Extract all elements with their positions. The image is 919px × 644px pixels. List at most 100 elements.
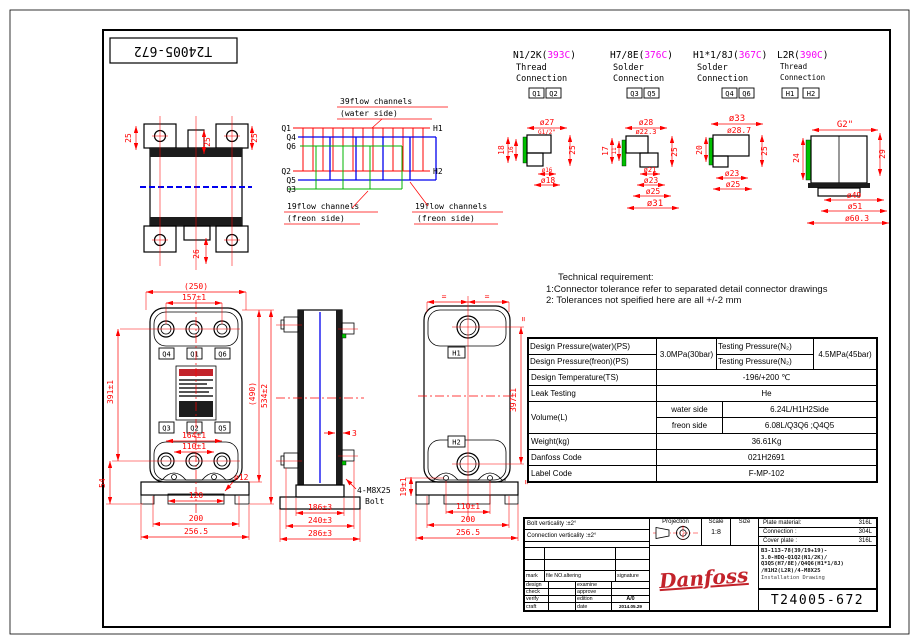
spec-dp-value: 3.0MPa(30bar): [657, 339, 717, 369]
dim-397: 397±1: [509, 388, 518, 412]
dim-o603: ø60.3: [845, 214, 869, 223]
flow-port-q1: Q1: [281, 124, 291, 133]
sign-row-design: design examine: [525, 582, 649, 590]
dim-17: 17: [601, 146, 610, 156]
scale-label: Scale: [708, 519, 724, 525]
dim-120: 120: [189, 491, 204, 500]
connector4-port-a: H1: [786, 90, 794, 98]
tech-req-title: Technical requirement:: [558, 272, 654, 283]
dim-110-back: 110±1: [456, 502, 480, 511]
flow-channel-diagram: Q1 Q4 Q6 Q2 Q5 Q3 H1 H2 39flow channels …: [281, 97, 503, 225]
tech-req-line1: 1:Connector tolerance refer to separated…: [546, 283, 828, 295]
front-port-q6: Q6: [218, 351, 226, 359]
dim-19: 19±1: [399, 477, 408, 496]
equal-mark-1: =: [442, 292, 447, 301]
sign-row-check: check approve: [525, 589, 649, 597]
connector4-type1: Thread: [780, 62, 807, 71]
dim-g12: G1/2": [538, 129, 556, 136]
dim-25-right: 25: [250, 133, 259, 143]
spec-weight-value: 36.61Kg: [751, 437, 782, 446]
dim-157: 157±1: [182, 293, 206, 302]
connector1-type2: Connection: [516, 74, 567, 84]
revision-row-1: [525, 548, 649, 560]
equal-mark-2: =: [485, 292, 490, 301]
connector3-title: H1*1/8J(367C): [693, 50, 767, 61]
scale-box: Scale 1:8: [702, 519, 731, 545]
dim-g2: G2": [837, 120, 853, 130]
first-angle-projection-icon: [652, 525, 699, 541]
model-designation: B3-113-78(39/19+19)- 3.0-HDQ-Q1Q2(N1/2K)…: [759, 546, 876, 590]
scale-value: 1:8: [711, 529, 721, 536]
equal-mark-3: =: [519, 317, 528, 322]
dim-490: (490): [248, 382, 257, 406]
model-line-4: /H1H2(L2R)/4-M8X25: [761, 567, 821, 574]
connector-h7-8e: H7/8E(376C) Solder Connection Q3 Q5 ø28 …: [601, 50, 679, 211]
connector-n1-2k: N1/2K(393C) Thread Connection Q1 Q2 ø27 …: [497, 50, 577, 188]
connector4-type2: Connection: [780, 73, 825, 82]
technical-requirement: Technical requirement: 1:Connector toler…: [546, 272, 896, 307]
note-water-channels: 39flow channels: [340, 97, 412, 106]
spec-leak-label: Leak Testing: [529, 386, 657, 401]
dim-3: 3: [352, 429, 357, 438]
dim-o287: ø28.7: [727, 126, 751, 135]
connector3-port-a: Q4: [725, 90, 733, 98]
sign-row-craft: craft date 2014.05.29: [525, 603, 649, 611]
dim-o31: ø31: [647, 199, 663, 209]
dim-o23-c3: ø23: [725, 169, 740, 178]
bolt-callout-2: Bolt: [365, 497, 384, 506]
spec-volume-freon-side: freon side: [671, 421, 708, 430]
connector2-port-a: Q3: [630, 90, 638, 98]
dim-2565-back: 256.5: [456, 528, 480, 537]
front-port-q2: Q2: [190, 425, 198, 433]
note-freon-side-right: (freon side): [417, 214, 475, 223]
date-value: 2014.05.29: [619, 604, 642, 610]
connector2-title: H7/8E(376C): [610, 50, 673, 61]
spec-tp1: Testing Pressure(N₂): [717, 339, 813, 355]
tech-req-line2: 2: Tolerances not speified here are all …: [546, 295, 742, 306]
dim-o49: ø49: [847, 191, 862, 200]
dim-o25-c2: ø25: [646, 187, 661, 196]
spec-tp-value: 4.5MPa(45bar): [818, 349, 872, 359]
spec-volume-water-value: 6.24L/H1H2Side: [723, 402, 876, 418]
dim-16: 16: [508, 146, 515, 154]
connector2-type1: Solder: [613, 63, 644, 73]
dim-25-left: 25: [124, 133, 133, 143]
dim-391: 391±1: [106, 380, 115, 404]
connector1-type1: Thread: [516, 63, 547, 73]
sheet-borders: T24005-672: [9, 9, 910, 635]
flow-port-q4: Q4: [286, 133, 296, 142]
connector4-title: L2R(390C): [777, 50, 829, 61]
front-port-q1: Q1: [190, 351, 198, 359]
dim-o16: ø16: [542, 167, 553, 174]
spec-weight-label: Weight(kg): [529, 434, 657, 449]
flow-port-q2: Q2: [281, 167, 291, 176]
dim-o23-c2: ø23: [644, 176, 659, 185]
mark-row: mark file NO.altering signature: [525, 571, 649, 583]
file-no-label: file NO.altering: [545, 571, 616, 582]
dim-286: 286±3: [308, 529, 332, 538]
approve-label: approve: [576, 589, 612, 596]
materials-box: Plate material: 316L Connection : 304L C…: [759, 519, 876, 545]
dim-186: 186±3: [308, 503, 332, 512]
equal-mark-4: =: [522, 480, 531, 485]
drawing-number: T24005-672: [770, 592, 865, 608]
verify-label: verify: [525, 596, 549, 603]
cover-plate-label: Cover plate :: [763, 538, 798, 544]
dim-54: 54: [98, 478, 107, 488]
connector1-port-a: Q1: [532, 90, 540, 98]
connector-h1-1-8j: H1*1/8J(367C) Solder Connection Q4 Q6 ø3…: [693, 50, 769, 192]
title-block-right: Projection Scale 1:8 Size Plate material…: [650, 519, 876, 610]
plate-material-value: 316L: [858, 520, 872, 526]
examine-label: examine: [576, 582, 612, 589]
dim-o27: ø27: [540, 118, 555, 127]
spec-dp-freon: Design Pressure(freon)(PS): [530, 357, 629, 367]
edition-label: edition: [576, 596, 612, 603]
dim-o18: ø18: [541, 176, 556, 185]
model-line-2: 3.0-HDQ-Q1Q2(N1/2K)/: [761, 554, 828, 561]
danfoss-logo: Danfoss: [650, 546, 759, 610]
flow-port-q6: Q6: [286, 142, 296, 151]
note-freon-channels-right: 19flow channels: [415, 202, 487, 211]
connection-verticality: Connection verticality :±2°: [525, 530, 649, 542]
